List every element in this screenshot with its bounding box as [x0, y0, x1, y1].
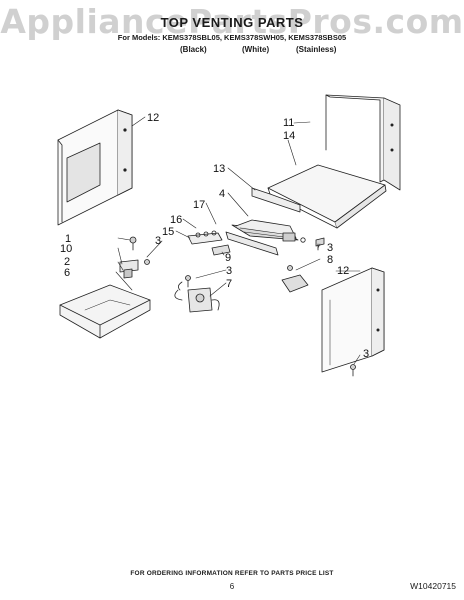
top-cover: [267, 164, 387, 229]
callout-14: 14: [283, 130, 295, 142]
thermal-limiter: [174, 281, 220, 313]
side-panel-right: [321, 267, 385, 373]
switch-bracket: [119, 259, 150, 279]
callout-8: 8: [327, 254, 333, 266]
duct-plate: [59, 284, 151, 339]
callout-3-right: 3: [327, 242, 333, 254]
vent-fan-assembly: [231, 219, 306, 243]
callout-3-left: 3: [155, 235, 161, 247]
page-title: TOP VENTING PARTS: [160, 15, 304, 30]
screw-center: [185, 275, 191, 288]
callout-9: 9: [225, 252, 231, 264]
page-number: 6: [229, 582, 235, 591]
rear-panel: [325, 94, 401, 191]
callout-7: 7: [226, 278, 232, 290]
callout-6: 6: [64, 267, 70, 279]
ordering-info: FOR ORDERING INFORMATION REFER TO PARTS …: [130, 570, 334, 577]
callout-17: 17: [193, 199, 205, 211]
side-panel-left: [57, 109, 133, 226]
callout-4: 4: [219, 188, 225, 200]
callout-labels: 12 11 14 13 4 17 16 15 3 1 10 2 6 9 3 7 …: [60, 112, 369, 360]
leader-lines: [115, 116, 361, 365]
variant-black: (Black): [180, 45, 207, 54]
callout-2: 2: [64, 256, 70, 268]
connector-9: [211, 244, 231, 256]
screw-center-right: [315, 237, 325, 251]
callout-1: 1: [65, 233, 71, 245]
model-list: For Models: KEMS378SBL05, KEMS378SWH05, …: [117, 33, 347, 42]
callout-16: 16: [170, 214, 182, 226]
document-id: W10420715: [410, 581, 456, 591]
channel-bracket: [225, 231, 279, 256]
watermark: AppliancePartsPros.com: [0, 2, 464, 41]
variant-white: (White): [242, 45, 270, 54]
callout-15: 15: [162, 226, 174, 238]
terminal-block: [187, 230, 223, 245]
callout-13: 13: [213, 163, 225, 175]
variant-stainless: (Stainless): [296, 45, 337, 54]
bracket-13: [251, 187, 301, 213]
callout-11: 11: [283, 117, 294, 129]
screw-bottom-right: [350, 364, 356, 377]
callout-3-bottom: 3: [363, 348, 369, 360]
model-variants: (Black) (White) (Stainless): [0, 45, 464, 57]
callout-12-lower: 12: [337, 265, 349, 277]
sensor-8: [281, 265, 309, 293]
callout-3-center: 3: [226, 265, 232, 277]
screw-1: [129, 236, 137, 251]
callout-10: 10: [60, 243, 72, 255]
callout-12-upper: 12: [147, 112, 159, 124]
